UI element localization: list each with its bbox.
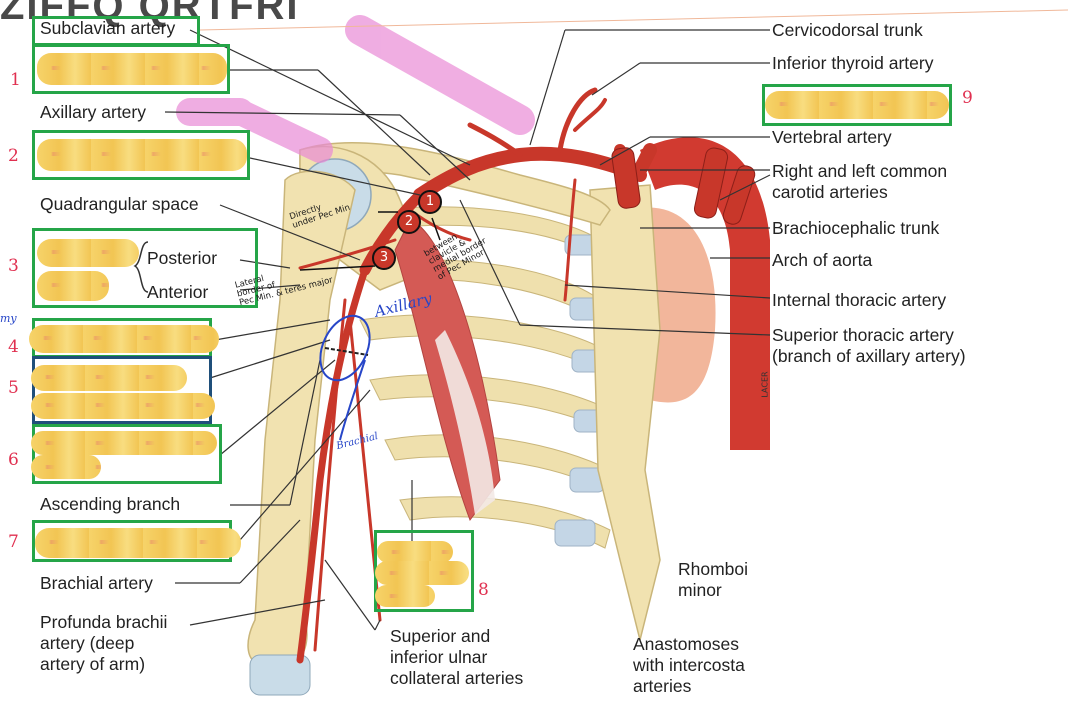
subclavian-box — [32, 16, 200, 46]
carotids — [611, 147, 756, 225]
label-cervicodorsal-trunk: Cervicodorsal trunk — [772, 20, 923, 40]
redaction-8a — [377, 541, 453, 563]
redaction-1 — [37, 53, 227, 85]
label-profunda-brachii: Profunda brachii artery (deep artery of … — [40, 612, 168, 674]
label-anastomoses: Anastomoses with intercosta arteries — [633, 634, 745, 696]
blue-annotation — [319, 314, 371, 441]
box-number-9: 9 — [962, 88, 973, 108]
label-ulnar-collateral-arteries: Superior and inferior ulnar collateral a… — [390, 626, 524, 688]
box-number-5: 5 — [8, 378, 19, 398]
redaction-3b — [37, 271, 109, 301]
sternum — [589, 184, 661, 641]
label-internal-thoracic-artery: Internal thoracic artery — [772, 290, 947, 310]
label-ascending-branch: Ascending branch — [40, 494, 181, 514]
answer-box-9[interactable] — [762, 84, 952, 126]
box-number-3: 3 — [8, 256, 19, 276]
answer-box-7[interactable] — [32, 520, 241, 562]
label-rhomboid-minor: Rhomboi minor — [678, 559, 749, 600]
redaction-3a — [37, 239, 139, 267]
margin-mark: my — [0, 312, 17, 325]
redaction-6a — [31, 431, 217, 455]
redaction-8c — [375, 585, 435, 607]
box-number-2: 2 — [8, 146, 19, 166]
box-number-7: 7 — [8, 532, 19, 552]
label-anterior: Anterior — [147, 282, 209, 302]
label-superior-thoracic-artery: Superior thoracic artery (branch of axil… — [772, 325, 966, 366]
handwritten-arrows — [299, 211, 441, 271]
label-brachiocephalic-trunk: Brachiocephalic trunk — [772, 218, 940, 238]
redaction-9 — [765, 91, 949, 119]
redaction-7 — [35, 528, 241, 558]
label-vertebral-artery: Vertebral artery — [772, 127, 892, 147]
answer-box-6[interactable] — [31, 424, 222, 484]
artist-signature: LACER — [760, 371, 770, 398]
label-arch-of-aorta: Arch of aorta — [772, 250, 873, 270]
redaction-5b — [31, 393, 215, 419]
label-inferior-thyroid-artery: Inferior thyroid artery — [772, 53, 934, 73]
segment-3-marker: 3 — [372, 246, 396, 270]
arteries — [296, 87, 657, 664]
label-axillary-artery: Axillary artery — [40, 102, 146, 122]
partial-title: ZIFFQ QRTFRI — [0, 0, 300, 28]
label-subclavian-artery: Subclavian artery — [40, 18, 176, 38]
redaction-4 — [29, 325, 219, 353]
label-quadrangular-space: Quadrangular space — [40, 194, 199, 214]
redaction-2 — [37, 139, 247, 171]
box-number-6: 6 — [8, 450, 19, 470]
redaction-5a — [31, 365, 187, 391]
answer-box-5[interactable] — [31, 356, 215, 424]
elbow — [249, 654, 311, 696]
box-number-4: 4 — [8, 337, 19, 357]
humerus — [247, 170, 356, 666]
label-common-carotid-arteries: Right and left common carotid arteries — [772, 161, 948, 202]
answer-box-3[interactable] — [32, 228, 258, 308]
answer-box-1[interactable] — [32, 44, 230, 94]
leader-lines — [164, 9, 1068, 631]
answer-box-2[interactable] — [32, 130, 250, 180]
label-brachial-artery: Brachial artery — [40, 573, 153, 593]
box-number-1: 1 — [10, 70, 21, 90]
label-posterior: Posterior — [147, 248, 218, 268]
answer-box-4[interactable] — [29, 318, 219, 358]
redaction-6b — [31, 455, 101, 479]
redaction-8b — [375, 561, 469, 585]
segment-1-marker: 1 — [418, 190, 442, 214]
answer-box-8[interactable] — [374, 530, 474, 612]
box-number-8: 8 — [478, 580, 489, 600]
brace — [133, 241, 149, 293]
segment-2-marker: 2 — [397, 210, 421, 234]
